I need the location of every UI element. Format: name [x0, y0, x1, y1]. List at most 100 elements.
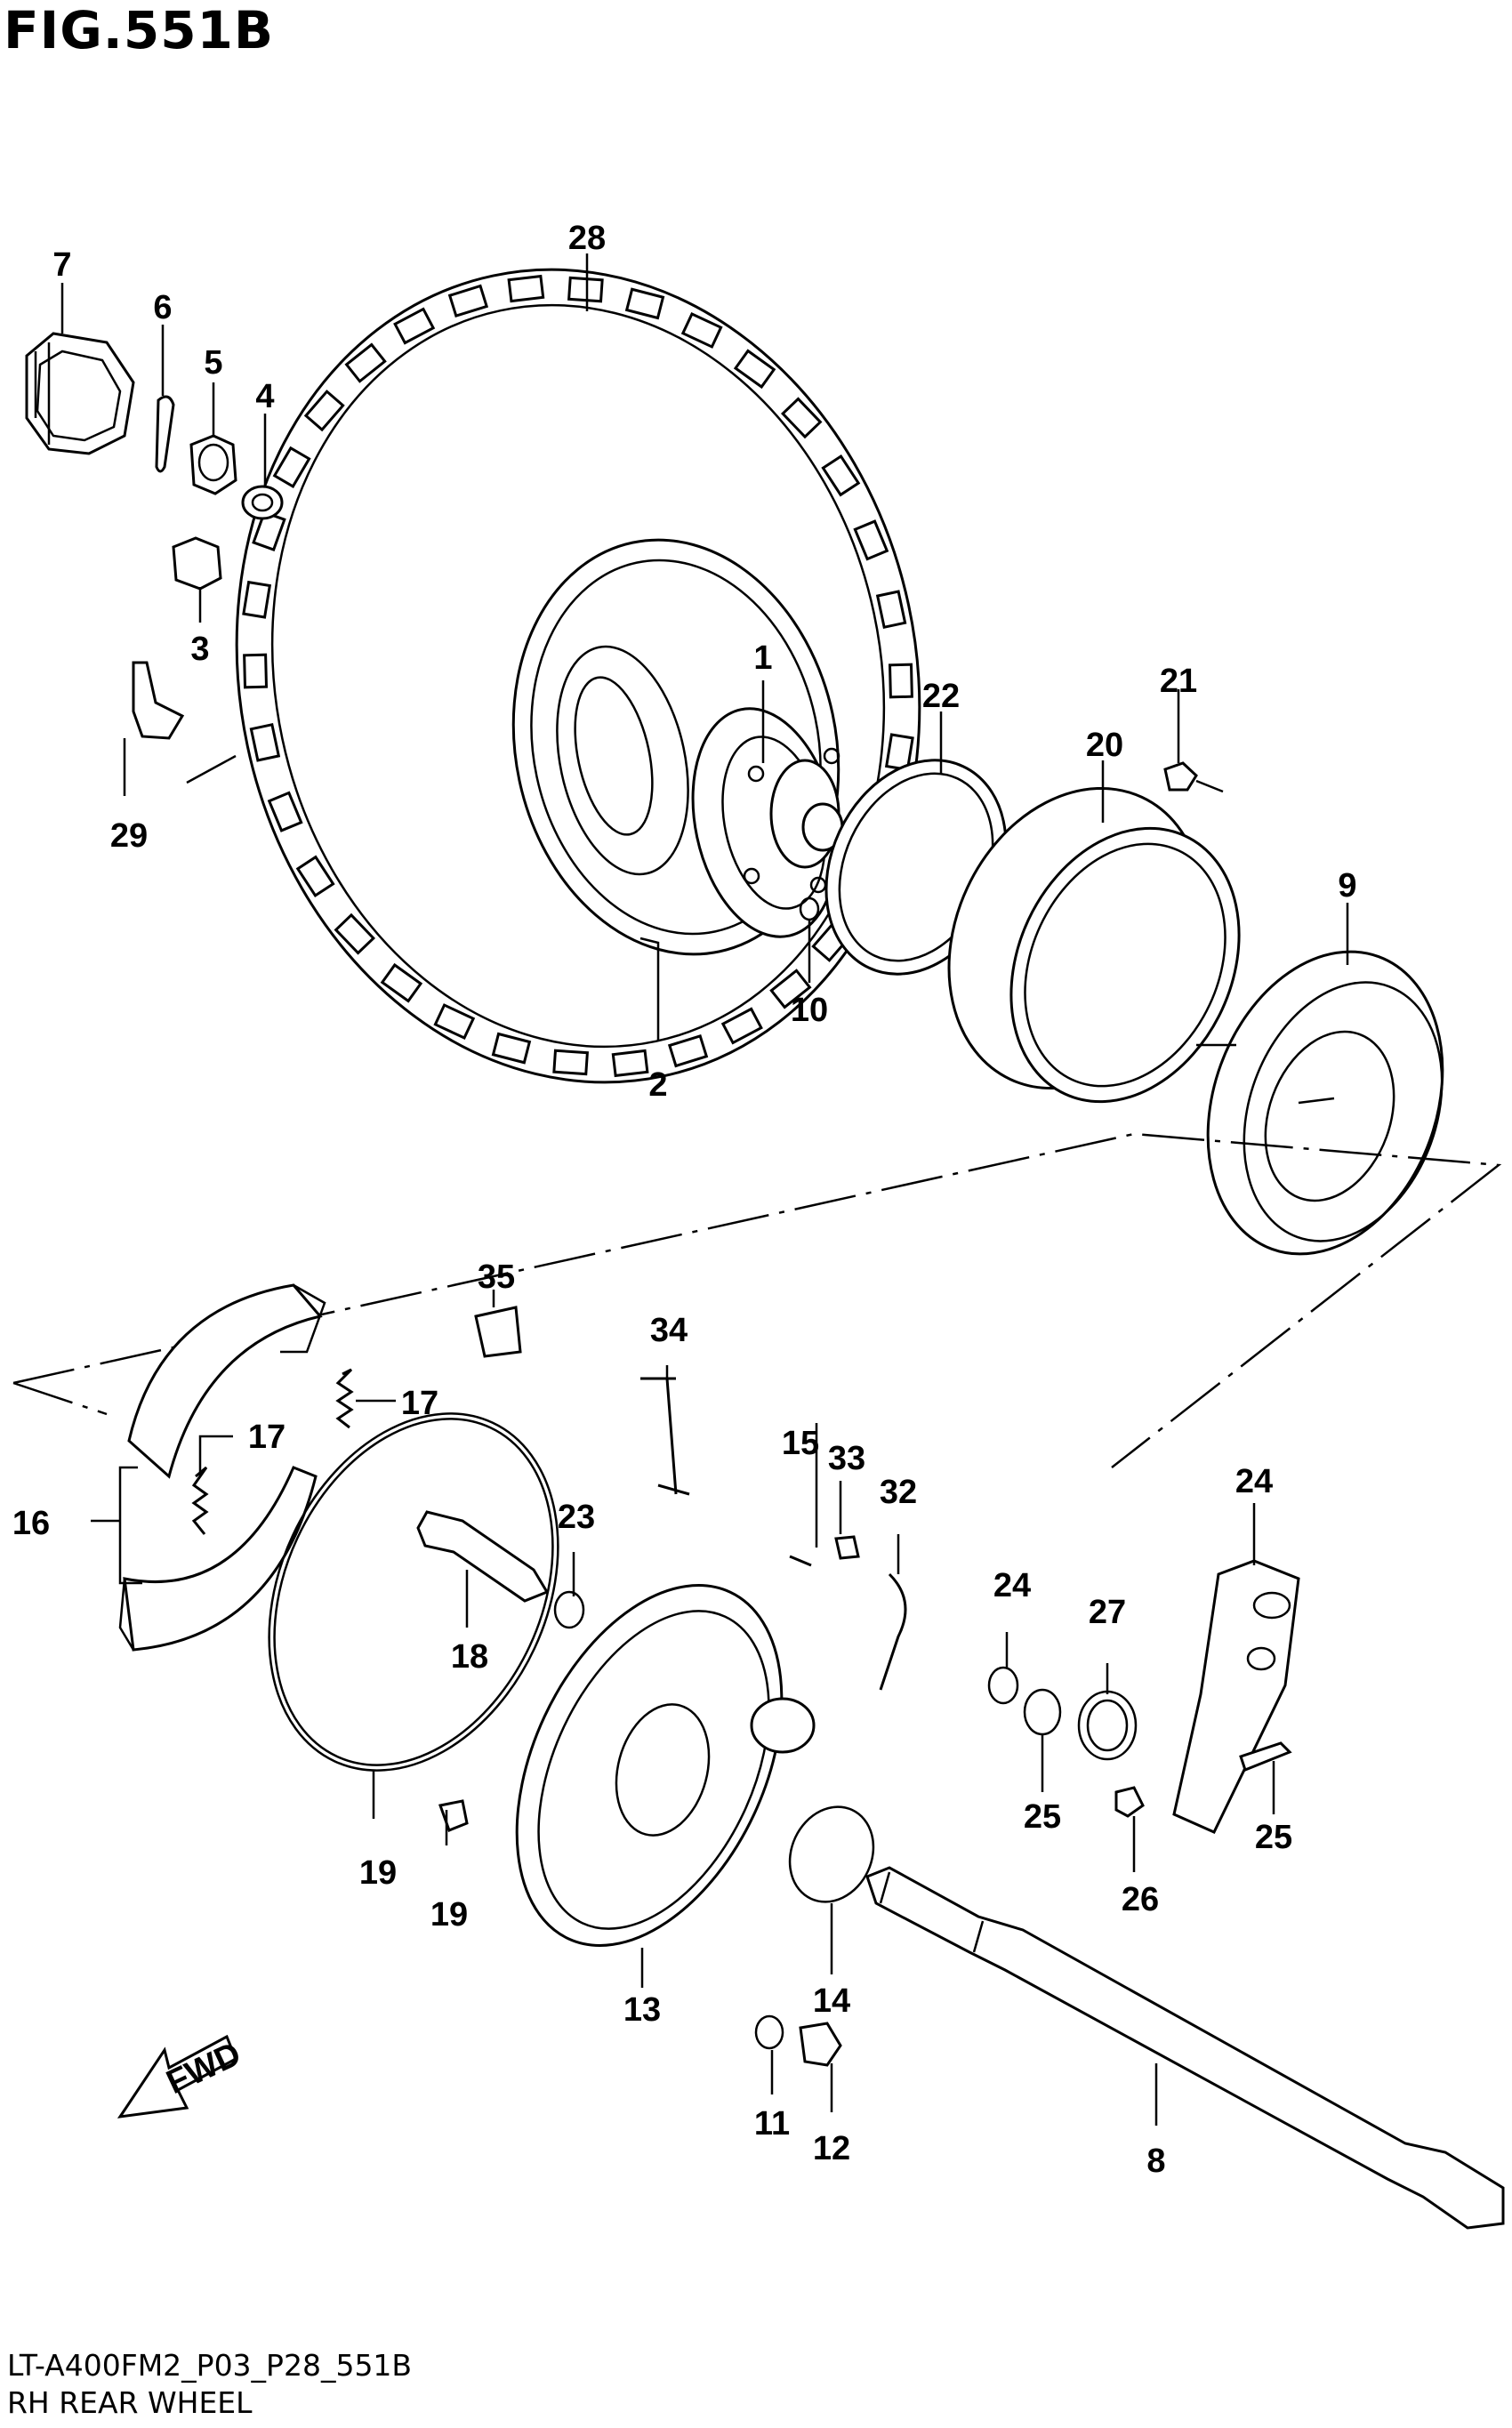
callout-5: 5 — [204, 344, 222, 382]
washer-11[interactable] — [754, 2014, 784, 2050]
brake-shoe-lower[interactable] — [118, 1466, 318, 1652]
bolt-27[interactable] — [1239, 1741, 1292, 1772]
tread-block — [780, 397, 823, 439]
castle-nut[interactable] — [189, 434, 237, 495]
cotter-pin[interactable] — [155, 395, 175, 473]
tread-block — [433, 1003, 476, 1041]
hub-cap[interactable] — [25, 332, 135, 455]
washer-4[interactable] — [241, 485, 284, 520]
callout-21: 20 — [1086, 727, 1123, 764]
callout-9: 9 — [1338, 867, 1356, 904]
clip-34[interactable] — [640, 1377, 690, 1496]
o-ring-24a[interactable] — [553, 1590, 585, 1629]
tread-block — [884, 733, 914, 772]
tread-block — [303, 390, 345, 432]
nut-28[interactable] — [1114, 1786, 1145, 1818]
bolt-12[interactable] — [799, 2022, 842, 2067]
callout-25: 25 — [1024, 1798, 1061, 1836]
callout-29: 27 — [1089, 1594, 1126, 1631]
callout-11: 11 — [754, 2105, 790, 2143]
callout-27: 25 — [1255, 1819, 1292, 1856]
o-ring-24b[interactable] — [987, 1666, 1019, 1705]
callout-24-left: 23 — [558, 1499, 595, 1536]
callout-35: 35 — [478, 1258, 515, 1296]
valve-stem[interactable] — [132, 661, 185, 740]
callout-10: 10 — [791, 992, 828, 1029]
pin-15[interactable] — [789, 1555, 812, 1567]
tread-block — [344, 342, 387, 383]
callout-7: 7 — [52, 246, 71, 284]
brake-arm[interactable] — [1172, 1559, 1300, 1834]
tread-block — [567, 276, 604, 303]
tread-block — [552, 1049, 589, 1076]
o-ring-14[interactable] — [775, 1793, 889, 1916]
tread-block — [720, 1007, 763, 1045]
tread-block — [875, 590, 907, 630]
breather-hose-32[interactable] — [879, 1572, 907, 1691]
callout-31: 29 — [110, 817, 148, 855]
tread-block — [680, 311, 723, 349]
callout-2: 2 — [648, 1066, 667, 1104]
brake-drum[interactable] — [1168, 919, 1484, 1287]
tread-block — [769, 969, 812, 1009]
rear-axle[interactable] — [865, 1866, 1505, 2230]
callout-4: 4 — [255, 378, 274, 415]
callout-18: 18 — [451, 1638, 488, 1676]
callout-17-upper: 17 — [401, 1385, 438, 1422]
callout-3: 3 — [190, 631, 209, 668]
tread-block — [821, 454, 861, 497]
tread-block — [447, 284, 489, 318]
callout-14: 14 — [813, 1982, 850, 2020]
tread-block — [888, 663, 913, 699]
callout-13: 13 — [623, 1991, 661, 2029]
callout-17-lower: 17 — [248, 1419, 286, 1456]
lug-nut[interactable] — [172, 536, 222, 591]
callout-32: 32 — [880, 1474, 917, 1511]
spring-17a[interactable] — [335, 1368, 354, 1429]
callout-15: 15 — [782, 1425, 819, 1462]
tread-block — [507, 274, 545, 303]
callout-30: 28 — [568, 220, 606, 257]
fwd-label: FWD — [161, 2036, 246, 2102]
tread-block — [267, 791, 303, 832]
spring-29[interactable] — [1077, 1690, 1138, 1761]
leader-lines — [60, 253, 1349, 2126]
callout-6: 6 — [153, 289, 172, 326]
brake-drum-cover[interactable] — [902, 746, 1283, 1138]
assembly-outline — [12, 1132, 1502, 1468]
washer-25[interactable] — [1023, 1688, 1062, 1736]
o-ring-20[interactable] — [213, 1366, 613, 1817]
brake-shoe-upper[interactable] — [127, 1283, 326, 1479]
o-ring-10[interactable] — [799, 896, 820, 921]
callout-24-right: 24 — [993, 1567, 1031, 1604]
tread-block — [380, 962, 423, 1003]
bolt-19[interactable] — [438, 1799, 469, 1832]
callout-26: 24 — [1235, 1463, 1273, 1500]
model-code: LT-A400FM2_P03_P28_551B — [7, 2348, 413, 2383]
clip-35[interactable] — [474, 1306, 522, 1358]
callout-19: 19 — [430, 1896, 468, 1934]
tread-block — [242, 580, 272, 619]
brake-panel[interactable] — [463, 1543, 834, 1988]
tread-block — [667, 1033, 709, 1068]
wheel-hub[interactable] — [673, 695, 857, 951]
callout-28: 26 — [1122, 1881, 1159, 1918]
tread-block — [272, 446, 311, 489]
callout-22: 21 — [1160, 663, 1197, 700]
callout-23: 22 — [922, 678, 960, 715]
callout-1: 1 — [753, 639, 772, 677]
view-title: RH REAR WHEEL — [7, 2385, 253, 2420]
tread-block — [491, 1032, 532, 1065]
tread-block — [334, 913, 376, 955]
tread-block — [853, 519, 889, 561]
callout-8: 8 — [1146, 2143, 1165, 2180]
clip-33[interactable] — [834, 1535, 860, 1560]
spring-17b[interactable] — [191, 1466, 209, 1535]
bolt-22[interactable] — [1163, 761, 1198, 792]
tread-block — [243, 653, 269, 689]
tread-block — [624, 287, 665, 320]
figure-title: FIG.551B — [4, 0, 275, 60]
brake-camshaft[interactable] — [416, 1510, 550, 1603]
callout-34: 34 — [650, 1312, 688, 1349]
callout-16: 16 — [12, 1505, 50, 1542]
